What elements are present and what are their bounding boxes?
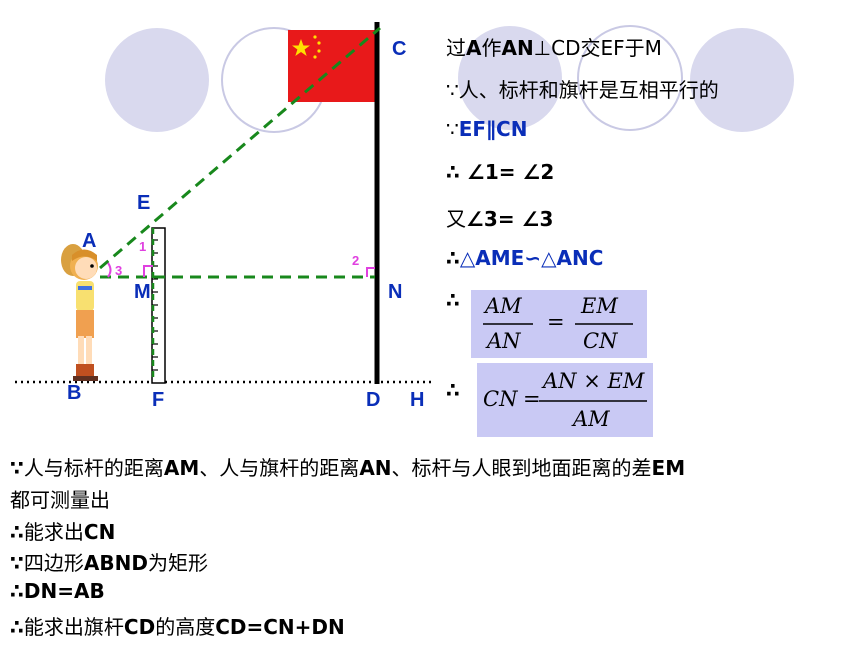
proof-line-1-rest: ⊥CD交EF于M	[533, 36, 662, 60]
proof-line-7: ∴	[446, 288, 460, 312]
angle-label-1: 1	[139, 239, 146, 254]
formula-equals: =	[547, 310, 565, 334]
conclusion-line-1-d: AN	[359, 456, 392, 480]
proof-line-6-relation: △AME∽△ANC	[459, 246, 604, 270]
sightline-AC	[99, 26, 381, 270]
point-label-N: N	[388, 281, 403, 303]
angle-label-2: 2	[352, 253, 359, 268]
proof-line-1-pre: 过	[446, 36, 466, 60]
formula-num-AM: AM	[485, 294, 522, 318]
conclusion-line-4-b: ABND	[83, 551, 148, 575]
formula-den-CN: CN	[583, 329, 618, 353]
decor-circle-5	[690, 28, 794, 132]
conclusion-line-5-b: DN=AB	[23, 579, 105, 603]
flag-small-star	[317, 41, 321, 45]
proof-line-1-AN: AN	[501, 36, 534, 60]
proof-line-8: ∴	[446, 378, 460, 402]
person-figure	[61, 244, 98, 381]
decor-circle-3	[458, 26, 562, 130]
conclusion-line-3-a: 能求出	[23, 520, 84, 544]
angle-label-3: 3	[115, 263, 122, 278]
because-symbol: ∵	[446, 117, 459, 141]
conclusion-line-6-c: 的高度	[155, 615, 216, 639]
proof-line-3: ∵EF∥CN	[446, 117, 527, 141]
therefore-symbol: ∴	[10, 520, 24, 544]
conclusion-line-6-b: CD	[123, 615, 156, 639]
conclusion-line-3: ∴能求出CN	[10, 516, 115, 545]
formula-den-AM: AM	[573, 407, 610, 431]
flag-small-star	[313, 55, 317, 59]
conclusion-line-1-e: 、标杆与人眼到地面距离的差	[391, 456, 652, 480]
formula-equals-2: =	[523, 387, 541, 411]
proof-line-5-relation: ∠3= ∠3	[466, 207, 554, 231]
proof-line-4: ∴ ∠1= ∠2	[446, 160, 554, 184]
therefore-symbol: ∴	[446, 246, 460, 270]
formula-lhs-CN: CN	[483, 387, 518, 411]
because-symbol: ∵	[10, 551, 24, 575]
conclusion-line-3-b: CN	[83, 520, 116, 544]
proof-line-2: ∵人、标杆和旗杆是互相平行的	[446, 78, 719, 102]
point-label-H: H	[410, 389, 425, 411]
decor-circle-1	[105, 28, 209, 132]
angle-arc-3	[107, 262, 112, 278]
point-label-B: B	[67, 382, 82, 404]
proof-line-4-relation: ∠1= ∠2	[466, 160, 555, 184]
conclusion-line-6: ∴能求出旗杆CD的高度CD=CN+DN	[10, 611, 345, 640]
proof-line-1-A: A	[466, 36, 482, 60]
flag	[288, 30, 376, 102]
right-angle-mark-M	[143, 265, 153, 277]
formula-num-AN-x-EM: AN × EM	[543, 369, 645, 393]
point-label-F: F	[152, 389, 165, 411]
conclusion-line-1: ∵人与标杆的距离AM、人与旗杆的距离AN、标杆与人眼到地面距离的差EM	[10, 452, 685, 481]
proof-line-5-also: 又	[446, 207, 466, 231]
flag-big-star	[292, 39, 310, 56]
formula-num-EM: EM	[581, 294, 618, 318]
formula-ratio-box: AM AN = EM CN	[471, 290, 647, 358]
conclusion-line-1-a: 人与标杆的距离	[23, 456, 164, 480]
conclusion-line-2: 都可测量出	[10, 488, 110, 512]
proof-line-6: ∴△AME∽△ANC	[446, 246, 603, 270]
conclusion-line-4: ∵四边形ABND为矩形	[10, 547, 208, 576]
flag-small-star	[317, 49, 321, 53]
proof-line-1: 过A作AN⊥CD交EF于M	[446, 32, 662, 61]
right-angle-mark-N	[366, 267, 375, 277]
conclusion-line-6-d: CD=CN+DN	[215, 615, 345, 639]
proof-line-1-mid: 作	[481, 36, 502, 60]
conclusion-line-4-c: 为矩形	[147, 551, 208, 575]
therefore-symbol: ∴	[446, 160, 460, 184]
therefore-symbol: ∴	[10, 579, 24, 603]
conclusion-line-5: ∴DN=AB	[10, 579, 105, 603]
point-label-A: A	[82, 230, 97, 252]
formula-den-AN: AN	[487, 329, 521, 353]
proof-line-5: 又∠3= ∠3	[446, 203, 553, 232]
therefore-symbol: ∴	[10, 615, 24, 639]
decor-circle-4	[577, 25, 683, 131]
point-label-E: E	[137, 192, 151, 214]
point-label-D: D	[366, 389, 381, 411]
flag-small-star	[313, 35, 317, 39]
point-label-M: M	[134, 281, 151, 303]
proof-line-3-relation: EF∥CN	[458, 117, 528, 141]
conclusion-line-1-c: 、人与旗杆的距离	[199, 456, 360, 480]
point-label-C: C	[392, 38, 407, 60]
formula-cn-box: CN = AN × EM AM	[477, 363, 653, 437]
because-symbol: ∵	[10, 456, 24, 480]
conclusion-line-6-a: 能求出旗杆	[23, 615, 124, 639]
conclusion-line-4-a: 四边形	[23, 551, 84, 575]
conclusion-line-1-b: AM	[163, 456, 200, 480]
conclusion-line-1-f: EM	[651, 456, 686, 480]
